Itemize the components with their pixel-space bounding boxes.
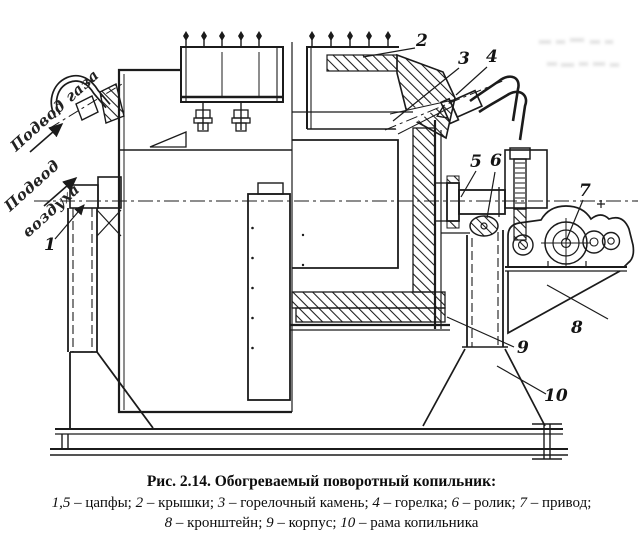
outer-casing-left <box>117 68 292 414</box>
drive-unit <box>505 200 635 272</box>
handwritten-labels: Подвод газа Подвод воздуха <box>0 66 103 241</box>
figure-legend-row-2: 8 – кронштейн; 9 – корпус; 10 – рама коп… <box>164 515 479 531</box>
vessel-lining <box>290 111 450 331</box>
supply-arrows <box>29 122 78 207</box>
callout-2: 2 <box>415 31 428 51</box>
panel-rivet-dots <box>251 226 254 350</box>
cover-left-bolts <box>183 31 262 47</box>
figure-caption: Рис. 2.14. Обогреваемый поворотный копил… <box>0 472 643 533</box>
callout-1: 1 <box>44 235 56 255</box>
base-frame <box>50 423 568 460</box>
gas-air-burner <box>49 74 125 129</box>
cover-left-hanging-bolts <box>193 102 251 132</box>
roller <box>441 215 499 237</box>
cover-right <box>306 31 404 130</box>
cover-right-bolts <box>309 31 391 47</box>
figure-legend-row-1: 1,5 – цапфы; 2 – крышки; 3 – горелочный … <box>51 495 592 511</box>
i-beam-right <box>532 423 562 460</box>
callout-4: 4 <box>486 47 498 67</box>
callout-leaders <box>54 47 609 395</box>
cover-left <box>180 31 284 132</box>
i-beam-left <box>61 434 69 449</box>
callout-3: 3 <box>458 49 470 69</box>
bracket <box>507 270 621 335</box>
lower-body-and-pedestal <box>422 230 546 427</box>
jack-screw-threads <box>515 162 525 204</box>
callout-7: 7 <box>579 181 591 201</box>
print-bleed-through <box>535 34 640 84</box>
centerline-horizontal <box>34 42 638 412</box>
callout-numbers: 1 2 3 4 5 6 7 8 9 10 <box>44 31 591 406</box>
right-trunnion-assembly <box>435 147 548 241</box>
left-support-column <box>67 176 154 429</box>
callout-10: 10 <box>544 386 568 406</box>
figure-caption-title: Рис. 2.14. Обогреваемый поворотный копил… <box>146 473 497 490</box>
callout-8: 8 <box>570 318 583 338</box>
callout-9: 9 <box>517 338 529 358</box>
gas-supply-label: Подвод газа <box>6 66 103 156</box>
burner <box>436 75 528 141</box>
callout-5: 5 <box>470 152 482 172</box>
figure-drawing: 1 2 3 4 5 6 7 8 9 10 Подвод газа Подвод … <box>0 31 638 460</box>
callout-6: 6 <box>490 151 502 171</box>
